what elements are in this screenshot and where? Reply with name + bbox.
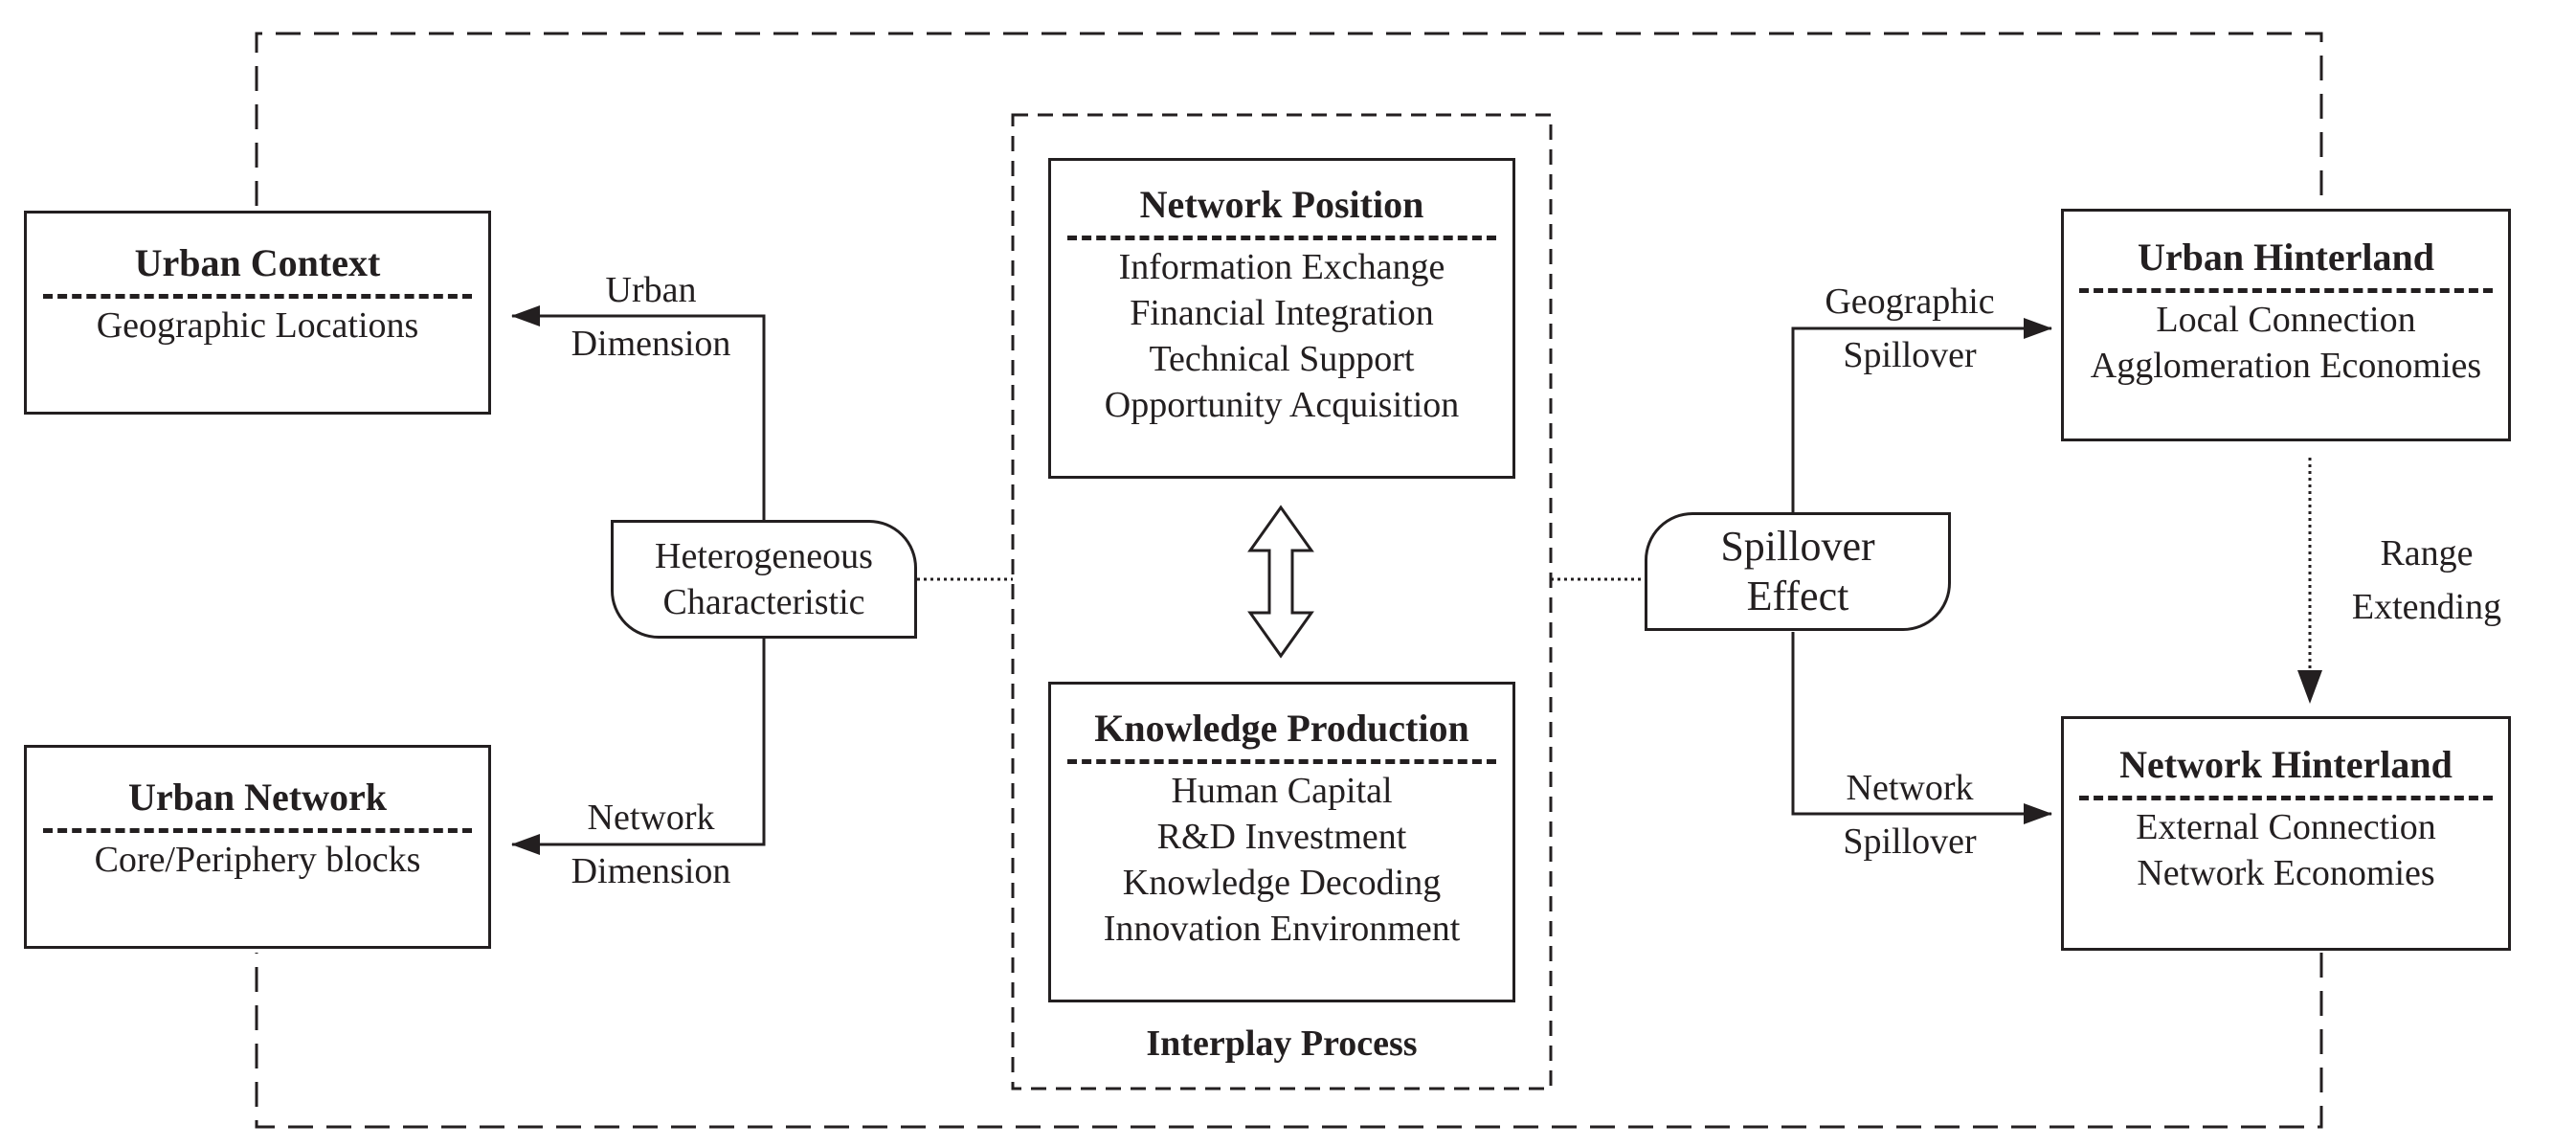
geographic-spillover-label: Geographic Spillover (1825, 281, 1995, 375)
network-spillover-label: Network Spillover (1843, 768, 1977, 862)
urban-hinterland-title: Urban Hinterland (2079, 236, 2493, 293)
urban-dimension-connector (511, 305, 766, 520)
interplay-double-arrow (1247, 505, 1314, 659)
heterogeneous-characteristic-node: Heterogeneous Characteristic (611, 520, 917, 639)
network-position-line: Information Exchange (1118, 247, 1445, 287)
urban-dimension-label: Urban Dimension (571, 270, 731, 364)
geographic-spillover-connector (1791, 318, 2052, 512)
knowledge-production-line: Knowledge Decoding (1122, 863, 1442, 903)
network-hinterland-box: Network Hinterland External Connection N… (2061, 716, 2511, 951)
network-position-title: Network Position (1066, 184, 1497, 240)
urban-hinterland-line: Agglomeration Economies (2090, 346, 2482, 386)
network-hinterland-line: Network Economies (2137, 853, 2435, 893)
range-extending-label: Range Extending (2351, 533, 2502, 627)
knowledge-production-title: Knowledge Production (1066, 708, 1497, 764)
knowledge-production-line: Innovation Environment (1103, 909, 1461, 949)
network-position-line: Technical Support (1149, 339, 1415, 379)
urban-context-line: Geographic Locations (96, 305, 419, 346)
spillover-effect-node: Spillover Effect (1645, 512, 1951, 631)
urban-context-box: Urban Context Geographic Locations (24, 211, 491, 415)
network-dimension-label: Network Dimension (571, 798, 731, 891)
network-hinterland-line: External Connection (2136, 807, 2436, 847)
knowledge-production-line: Human Capital (1171, 771, 1393, 811)
urban-context-title: Urban Context (42, 242, 473, 299)
urban-network-title: Urban Network (42, 776, 473, 833)
network-spillover-connector (1791, 632, 2052, 824)
knowledge-production-box: Knowledge Production Human Capital R&D I… (1048, 682, 1515, 1002)
interplay-dashed-frame (1011, 113, 1553, 1091)
network-hinterland-title: Network Hinterland (2079, 744, 2493, 800)
urban-hinterland-box: Urban Hinterland Local Connection Agglom… (2061, 209, 2511, 441)
range-extending-arrowhead (2297, 670, 2322, 704)
interplay-process-label: Interplay Process (1146, 1023, 1418, 1064)
urban-network-line: Core/Periphery blocks (94, 840, 421, 880)
network-dimension-connector (511, 637, 766, 855)
network-position-box: Network Position Information Exchange Fi… (1048, 158, 1515, 479)
network-position-line: Financial Integration (1130, 293, 1434, 333)
urban-network-box: Urban Network Core/Periphery blocks (24, 745, 491, 949)
urban-hinterland-line: Local Connection (2156, 300, 2416, 340)
network-position-line: Opportunity Acquisition (1104, 385, 1460, 425)
knowledge-production-line: R&D Investment (1156, 817, 1407, 857)
outer-dashed-frame (255, 32, 2323, 1129)
